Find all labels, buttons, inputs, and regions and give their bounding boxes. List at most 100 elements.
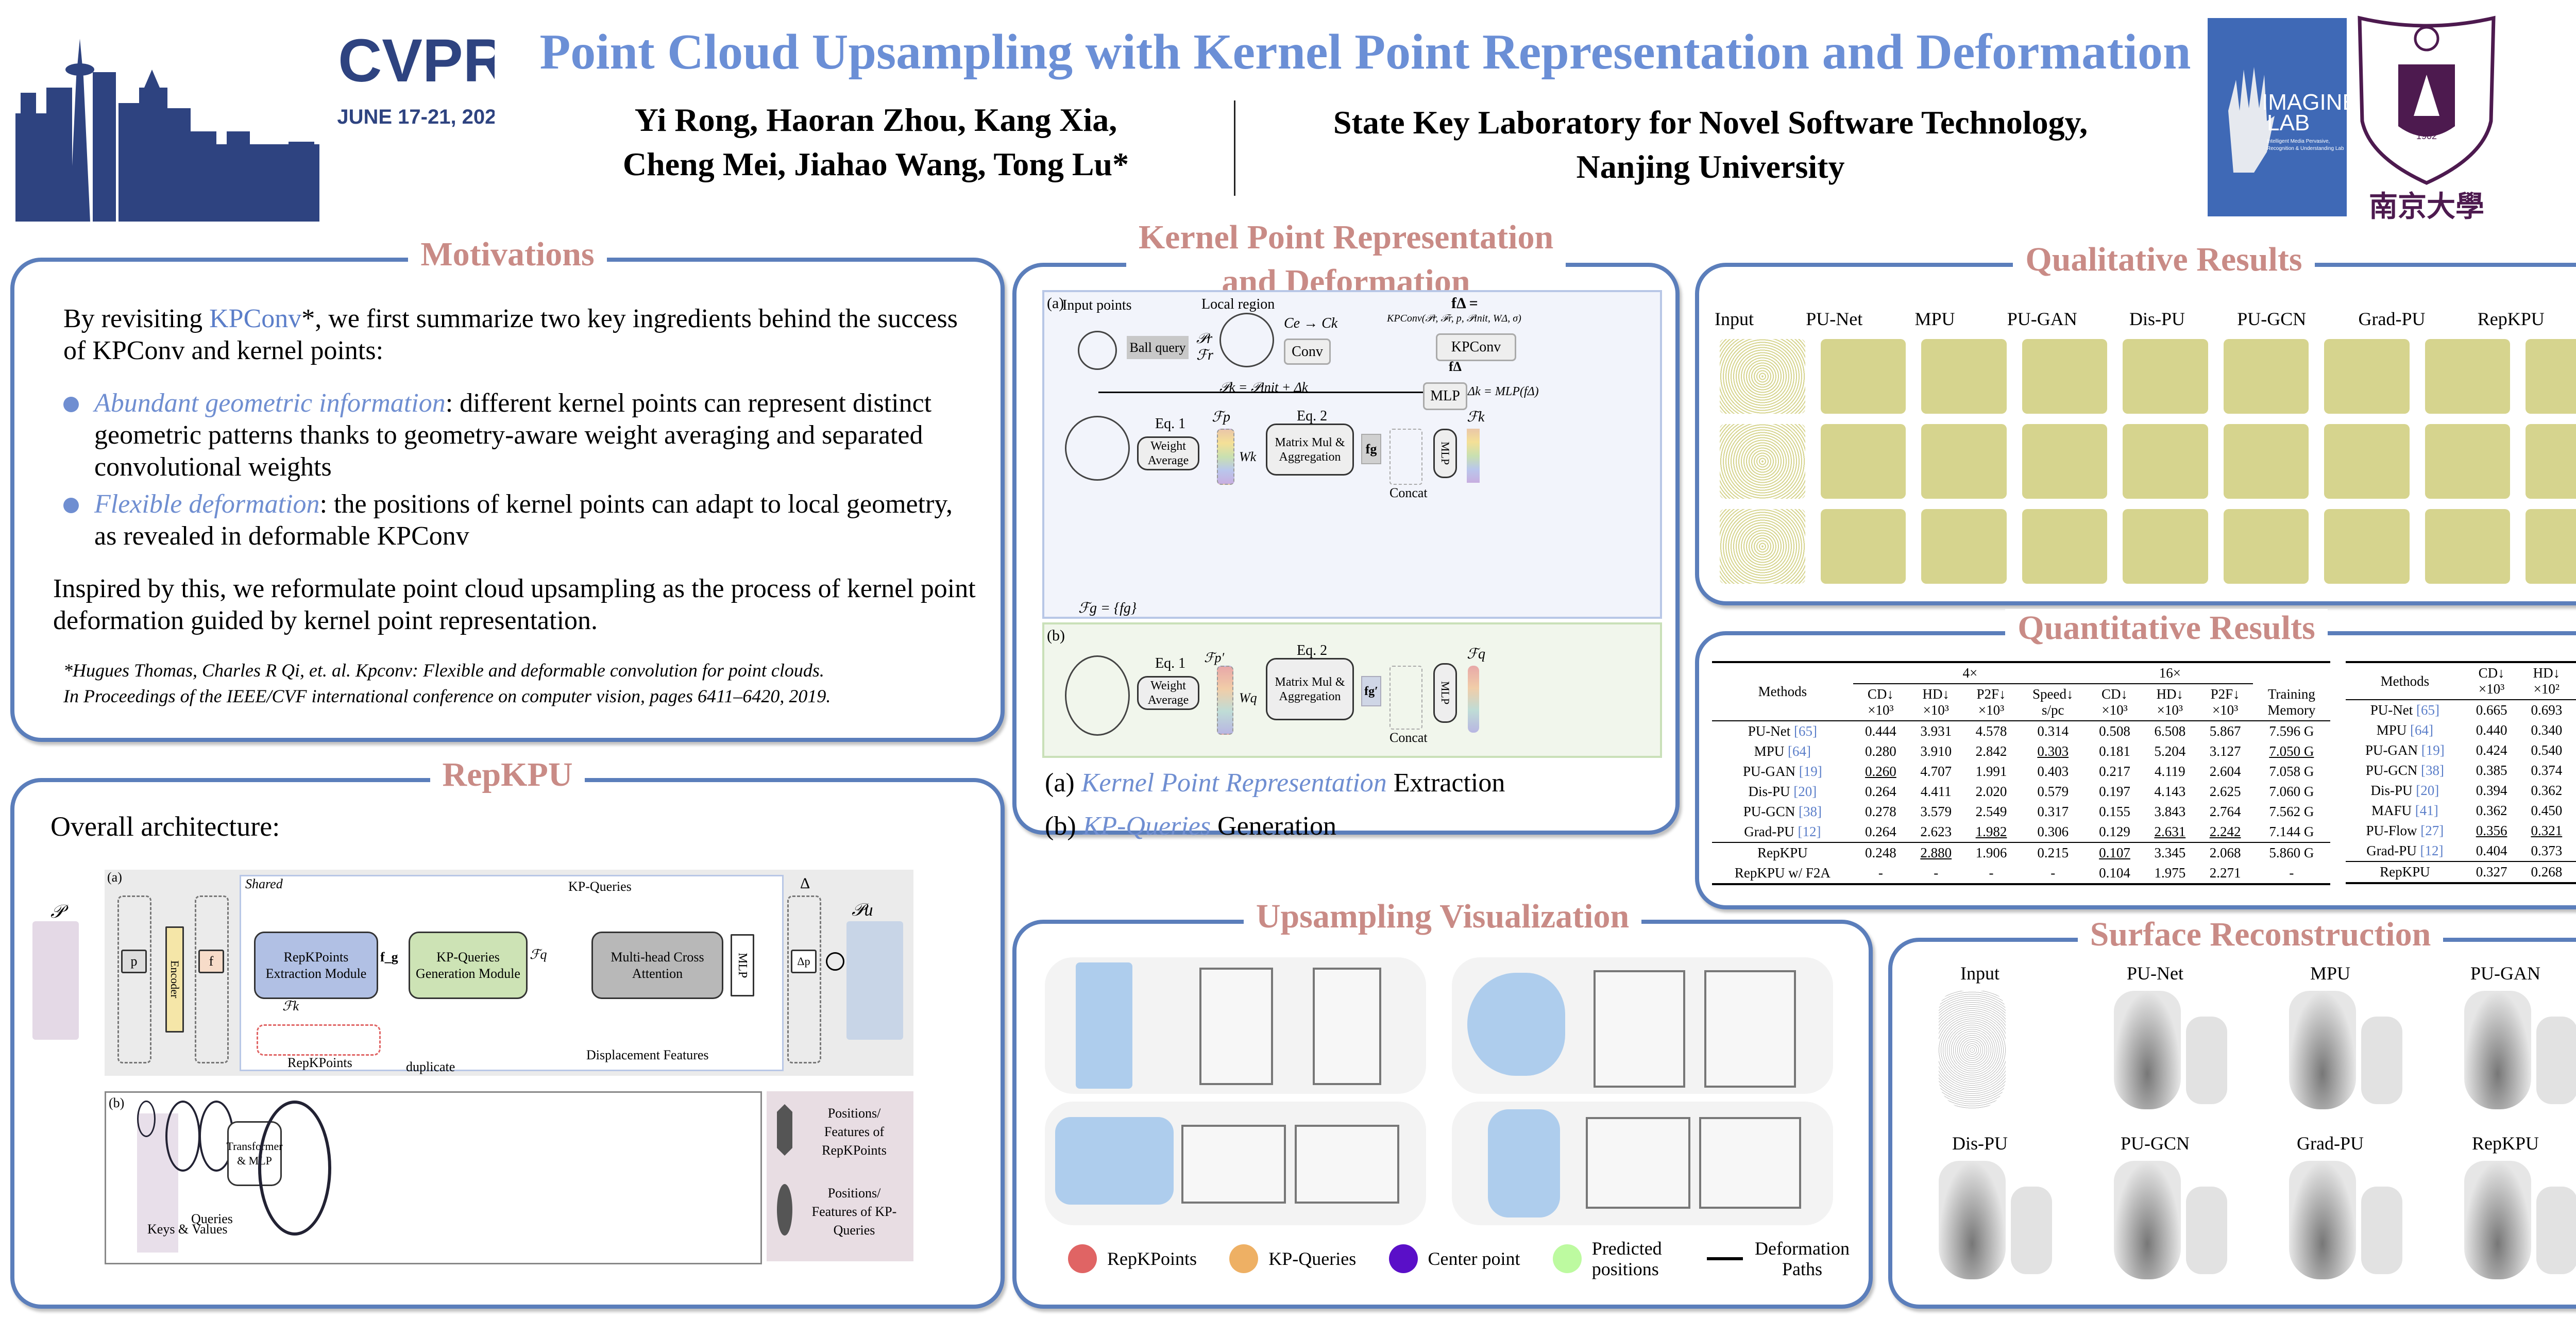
Fk-label: ℱk — [282, 999, 299, 1013]
value-cell: 7.144 G — [2269, 824, 2314, 839]
imagine-lab-logo: IMAGINE LAB Intelligent Media Pervasive,… — [2208, 18, 2358, 216]
column-header: CD↓×10³ — [2087, 684, 2142, 721]
value-cell: 5.867 — [2209, 723, 2241, 739]
value-cell: 0.217 — [2099, 764, 2130, 779]
chair-pointcloud — [1076, 962, 1132, 1089]
column-name: CD↓ — [2478, 665, 2505, 681]
value-cell: 2.068 — [2209, 845, 2241, 860]
citation-link[interactable]: [65] — [2416, 702, 2439, 718]
column-label: Dis-PU — [2129, 309, 2185, 329]
citation-link[interactable]: [12] — [2420, 843, 2444, 858]
title-line-1: Kernel Point Representation — [1138, 218, 1554, 256]
method-cell: PU-GCN [38] — [1712, 802, 1853, 822]
column-header: P2F↓×10³ — [2197, 684, 2252, 721]
method-name: Dis-PU — [2370, 783, 2416, 798]
value-cell: - — [1878, 865, 1883, 881]
matrix-mul-block: Matrix Mul & Aggregation — [1266, 658, 1354, 720]
column-name: CD↓ — [1867, 686, 1894, 702]
value-cell: 2.623 — [1920, 824, 1952, 839]
dog-pointcloud — [1055, 1117, 1174, 1205]
citation-link[interactable]: [20] — [1793, 784, 1817, 799]
surface-title: Surface Reconstruction — [2077, 916, 2444, 953]
wk-label: Wk — [1239, 449, 1257, 464]
method-name: PU-Net — [2370, 702, 2416, 718]
column-name: HD↓ — [2533, 665, 2561, 681]
university-shield-icon: 1902 南京大學 — [2358, 15, 2496, 224]
value-cell: 0.303 — [2037, 743, 2069, 759]
result-shape-cow — [2425, 424, 2511, 499]
value-cell: 1.991 — [1975, 764, 2007, 779]
citation-link[interactable]: [20] — [2416, 783, 2439, 798]
value-cell: 7.562 G — [2269, 804, 2314, 819]
displacement-column — [787, 895, 821, 1063]
fg-label: f_g — [380, 950, 398, 965]
citation-link[interactable]: [41] — [2415, 803, 2438, 818]
reconstructed-chair — [2114, 1161, 2181, 1279]
method-cell: Grad-PU [12] — [1712, 822, 1853, 842]
value-cell: 0.306 — [2037, 824, 2069, 839]
column-header: CD↓×10³ — [1853, 684, 1908, 721]
kpconv-block: KPConv — [1436, 333, 1516, 361]
value-cell: 0.385 — [2476, 763, 2507, 778]
citation-link[interactable]: [38] — [2420, 763, 2444, 778]
method-name: MPU — [2376, 722, 2410, 738]
column-header: HD↓×10³ — [1908, 684, 1963, 721]
bullet-text: : different kernel points can represent … — [94, 388, 932, 482]
fp-prime-label: ℱp′ — [1204, 650, 1225, 665]
bullet-text: : the positions of kernel points can ada… — [94, 489, 953, 551]
column-name: P2F↓ — [1976, 686, 2006, 702]
value-cell: 0.197 — [2099, 784, 2130, 799]
citation-link[interactable]: [38] — [1799, 804, 1822, 819]
value-cell: 0.444 — [1865, 723, 1896, 739]
citation-link[interactable]: [64] — [2410, 722, 2433, 738]
legend-item: Center point — [1388, 1244, 1520, 1273]
kpconv-link[interactable]: KPConv — [209, 304, 302, 333]
weight-average-block: Weight Average — [1137, 676, 1199, 710]
header-divider — [1234, 100, 1235, 196]
caption-a-suffix: Extraction — [1386, 768, 1505, 798]
result-shape-camel — [2425, 509, 2511, 584]
repkpoints-dot-icon — [1068, 1244, 1097, 1273]
citation-link[interactable]: [64] — [1788, 743, 1811, 759]
zoom-frame — [1295, 1125, 1399, 1204]
repkpu-panel: RepKPU Overall architecture: (a) 𝒫 p Enc… — [10, 756, 1005, 1309]
mlp-block: MLP — [731, 934, 754, 996]
diagram-b-label: (b) — [109, 1095, 125, 1110]
citation-link[interactable]: [12] — [1798, 824, 1821, 839]
ball-query-arrow: Ball query — [1127, 336, 1189, 359]
citation-link[interactable]: [19] — [1799, 764, 1822, 779]
input-points-label: Input points — [1062, 297, 1132, 313]
fr-label: ℱr — [1196, 347, 1213, 363]
value-cell: - — [2289, 865, 2294, 881]
zoomed-result-circle — [258, 1101, 331, 1236]
fk-features — [1467, 429, 1480, 483]
fp-prime-features — [1217, 666, 1233, 735]
value-cell: 0.107 — [2099, 845, 2130, 860]
conv-block: Conv — [1284, 339, 1331, 365]
method-cell: PU-GAN [19] — [2346, 740, 2464, 760]
column-header: Speed↓s/pc — [2019, 684, 2087, 721]
result-shape-hand — [1921, 339, 2007, 414]
caption-b-emphasis: KP-Queries — [1082, 811, 1211, 841]
duplicate-label: duplicate — [406, 1059, 455, 1074]
value-cell: 0.129 — [2099, 824, 2130, 839]
column-header: Methods — [2346, 662, 2464, 700]
method-cell: PU-Net [65] — [1712, 721, 1853, 741]
value-cell: 0.215 — [2037, 845, 2069, 860]
citation-link[interactable]: [65] — [1794, 723, 1817, 739]
architecture-diagram-b: (b) Transformer & MLP Keys & Values Quer… — [105, 1091, 762, 1264]
result-shape-cow — [2223, 424, 2309, 499]
citation-link[interactable]: [19] — [2421, 742, 2445, 758]
citation-link[interactable]: [27] — [2420, 823, 2444, 838]
zoom-frame — [1313, 968, 1381, 1085]
kp-queries-dot-icon — [1229, 1244, 1259, 1273]
value-cell: 1.315 — [2574, 821, 2576, 841]
